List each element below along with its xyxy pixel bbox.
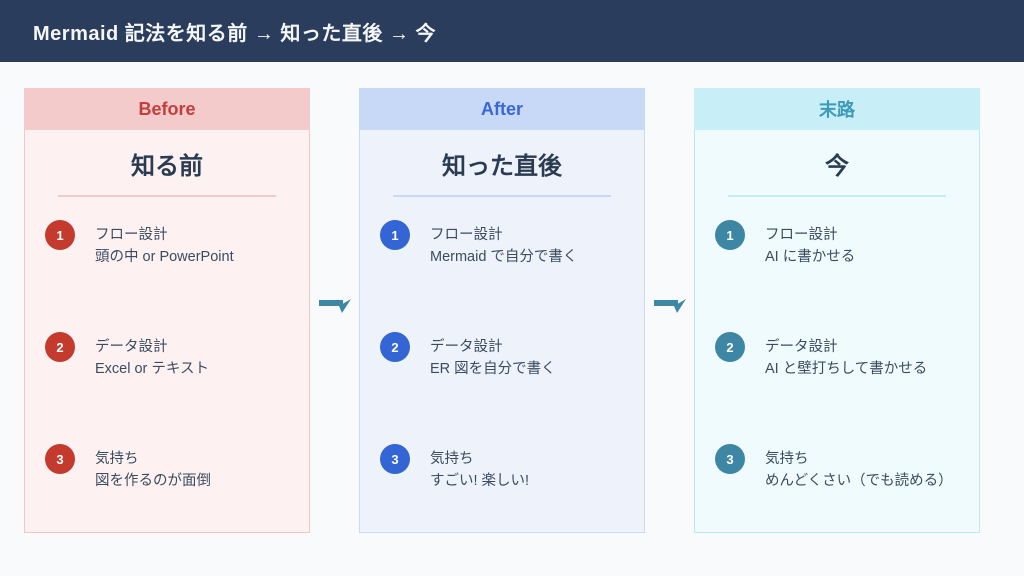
item-label: データ設計 [765, 339, 838, 355]
column-after-items: 1 フロー設計 Mermaid で自分で書く 2 データ設計 ER 図を自分で書… [360, 220, 644, 492]
list-item: 3 気持ち 図を作るのが面倒 [45, 444, 309, 492]
item-detail: Mermaid で自分で書く [430, 249, 578, 265]
item-label: フロー設計 [95, 227, 168, 243]
number-badge: 3 [715, 444, 745, 474]
right-arrow-icon [319, 299, 351, 313]
right-arrow-icon [654, 299, 686, 313]
column-before: Before 知る前 1 フロー設計 頭の中 or PowerPoint 2 デ… [24, 88, 310, 533]
column-after: After 知った直後 1 フロー設計 Mermaid で自分で書く 2 データ… [359, 88, 645, 533]
number-badge: 2 [45, 332, 75, 362]
list-item: 2 データ設計 Excel or テキスト [45, 332, 309, 380]
number-badge: 2 [380, 332, 410, 362]
item-text: フロー設計 AI に書かせる [765, 224, 855, 268]
diagram-stage: Before 知る前 1 フロー設計 頭の中 or PowerPoint 2 デ… [0, 62, 1024, 576]
item-text: 気持ち すごい! 楽しい! [430, 448, 529, 492]
list-item: 1 フロー設計 Mermaid で自分で書く [380, 220, 644, 268]
item-label: フロー設計 [765, 227, 838, 243]
column-after-title: 知った直後 [442, 153, 562, 180]
item-label: フロー設計 [430, 227, 503, 243]
item-detail: 図を作るのが面倒 [95, 473, 211, 489]
item-detail: AI に書かせる [765, 249, 856, 265]
divider [728, 195, 946, 197]
item-label: 気持ち [430, 451, 474, 467]
item-label: データ設計 [430, 339, 503, 355]
item-detail: 頭の中 or PowerPoint [95, 249, 234, 265]
number-badge: 1 [380, 220, 410, 250]
column-outcome: 末路 今 1 フロー設計 AI に書かせる 2 データ設計 AI と壁打ちして書… [694, 88, 980, 533]
column-outcome-badge: 末路 [694, 88, 980, 130]
column-before-title: 知る前 [131, 153, 203, 180]
list-item: 3 気持ち めんどくさい（でも読める） [715, 444, 979, 492]
column-before-items: 1 フロー設計 頭の中 or PowerPoint 2 データ設計 Excel … [25, 220, 309, 492]
item-detail: ER 図を自分で書く [430, 361, 556, 377]
divider [58, 195, 276, 197]
number-badge: 1 [715, 220, 745, 250]
column-before-badge: Before [24, 88, 310, 130]
number-badge: 1 [45, 220, 75, 250]
item-label: 気持ち [95, 451, 139, 467]
title-bar: Mermaid 記法を知る前 → 知った直後 → 今 [0, 0, 1024, 62]
list-item: 2 データ設計 ER 図を自分で書く [380, 332, 644, 380]
item-text: データ設計 ER 図を自分で書く [430, 336, 556, 380]
column-before-body: 知る前 1 フロー設計 頭の中 or PowerPoint 2 データ設計 Ex… [24, 130, 310, 533]
item-label: データ設計 [95, 339, 168, 355]
item-detail: すごい! 楽しい! [430, 473, 530, 489]
list-item: 2 データ設計 AI と壁打ちして書かせる [715, 332, 979, 380]
column-outcome-items: 1 フロー設計 AI に書かせる 2 データ設計 AI と壁打ちして書かせる 3 [695, 220, 979, 492]
item-text: 気持ち めんどくさい（でも読める） [765, 448, 953, 492]
item-detail: めんどくさい（でも読める） [765, 473, 953, 489]
item-text: 気持ち 図を作るのが面倒 [95, 448, 211, 492]
column-after-badge: After [359, 88, 645, 130]
number-badge: 2 [715, 332, 745, 362]
item-text: データ設計 AI と壁打ちして書かせる [765, 336, 927, 380]
number-badge: 3 [380, 444, 410, 474]
item-text: フロー設計 頭の中 or PowerPoint [95, 224, 234, 268]
number-badge: 3 [45, 444, 75, 474]
column-outcome-body: 今 1 フロー設計 AI に書かせる 2 データ設計 AI と壁打ちして書かせる [694, 130, 980, 533]
item-label: 気持ち [765, 451, 809, 467]
list-item: 3 気持ち すごい! 楽しい! [380, 444, 644, 492]
item-text: データ設計 Excel or テキスト [95, 336, 209, 380]
divider [393, 195, 611, 197]
column-after-body: 知った直後 1 フロー設計 Mermaid で自分で書く 2 データ設計 ER … [359, 130, 645, 533]
column-outcome-title: 今 [825, 153, 849, 180]
list-item: 1 フロー設計 AI に書かせる [715, 220, 979, 268]
list-item: 1 フロー設計 頭の中 or PowerPoint [45, 220, 309, 268]
item-detail: Excel or テキスト [95, 361, 209, 377]
item-detail: AI と壁打ちして書かせる [765, 361, 928, 377]
page-title: Mermaid 記法を知る前 → 知った直後 → 今 [33, 22, 437, 45]
item-text: フロー設計 Mermaid で自分で書く [430, 224, 577, 268]
